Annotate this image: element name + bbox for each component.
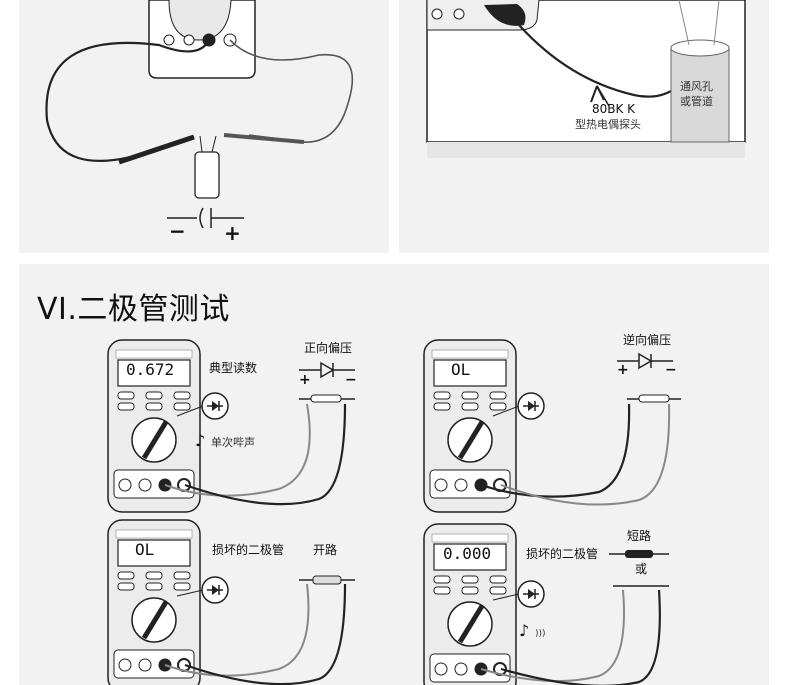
minus-sign: − — [169, 219, 186, 243]
damaged-diode-label-2: 损坏的二极管 — [526, 546, 598, 561]
lcd-display-4: 0.000 — [443, 544, 491, 563]
short-diode-body — [625, 550, 653, 558]
minus-sign-2: − — [665, 362, 677, 378]
red-lead-3 — [164, 583, 310, 677]
rotary-dial — [168, 0, 232, 41]
thermocouple-plug — [484, 4, 526, 26]
duct-line-1 — [678, 0, 690, 46]
black-probe — [118, 134, 195, 165]
forward-bias-label: 正向偏压 — [304, 340, 352, 355]
black-lead-3 — [184, 583, 347, 685]
capacitor-illustration: − + — [45, 0, 354, 245]
red-lead-1 — [164, 403, 311, 497]
callout-line-2 — [492, 405, 520, 417]
vent-duct — [670, 47, 730, 143]
jack-2 — [453, 8, 465, 20]
duct-line-2 — [713, 0, 720, 46]
thermocouple-illustration: 80BK K 型热电偶探头 通风孔 或管道 — [426, 0, 746, 158]
black-lead-1 — [184, 403, 347, 506]
probe-label-2: 型热电偶探头 — [575, 117, 641, 131]
sound-waves-icon: ))) — [535, 629, 546, 639]
diode-test-forward-bias: 0.672 典型读数 正向偏压 + − ♪ 单次哔声 — [108, 340, 357, 512]
plus-sign-1: + — [299, 372, 311, 388]
callout-line-4 — [492, 593, 520, 601]
capacitor-lead-right — [211, 135, 217, 153]
or-label: 或 — [635, 562, 647, 576]
capacitor-test-panel: − + — [19, 0, 389, 253]
open-diode-body — [312, 575, 342, 585]
diode-test-illustrations: 0.672 典型读数 正向偏压 + − ♪ 单次哔声 OL 逆向偏压 + − — [19, 332, 681, 685]
jack-a — [163, 34, 175, 46]
vent-opening — [670, 39, 730, 57]
section-title: VI.二极管测试 — [37, 292, 230, 327]
red-lead-2 — [500, 403, 671, 506]
diode-test-damaged-short: 0.000 损坏的二极管 短路 或 ♪ ))) — [424, 524, 669, 685]
vent-label-2: 或管道 — [680, 94, 713, 108]
diode-symbol-icon — [201, 392, 229, 420]
short-circuit-label: 短路 — [627, 528, 651, 543]
beep-icon: ♪ — [195, 431, 205, 450]
diode-symbol-icon-3 — [201, 576, 229, 604]
callout-line-3 — [176, 589, 204, 597]
damaged-diode-label-1: 损坏的二极管 — [212, 542, 284, 557]
cap-symbol-plate-curved — [199, 207, 204, 229]
frame-shadow — [427, 142, 745, 158]
diode-component-2 — [638, 394, 670, 403]
lcd-display-1: 0.672 — [126, 360, 174, 379]
single-beep-label: 单次哔声 — [211, 435, 255, 449]
callout-line-1 — [176, 405, 204, 417]
open-circuit-label: 开路 — [313, 542, 337, 557]
diode-test-reverse-bias: OL 逆向偏压 + − — [424, 332, 681, 512]
black-lead-2 — [480, 403, 631, 498]
red-test-lead — [229, 39, 354, 144]
capacitor-lead-left — [199, 135, 203, 153]
plus-sign-2: + — [617, 362, 629, 378]
red-probe — [223, 133, 305, 144]
red-lead-4 — [480, 589, 625, 683]
probe-label-1: 80BK K — [592, 102, 636, 116]
reverse-bias-label: 逆向偏压 — [623, 332, 671, 347]
jack-ma — [183, 34, 195, 46]
minus-sign-1: − — [345, 372, 357, 388]
continuous-beep-icon: ♪ — [519, 621, 529, 640]
jack-1 — [431, 8, 443, 20]
lcd-display-3: OL — [135, 540, 154, 559]
diode-symbol-icon-2 — [517, 392, 545, 420]
black-lead-4 — [500, 589, 661, 685]
typical-reading-label: 典型读数 — [209, 360, 257, 375]
black-test-lead — [45, 39, 210, 162]
vent-label-1: 通风孔 — [680, 80, 713, 93]
thermocouple-panel: 80BK K 型热电偶探头 通风孔 或管道 — [399, 0, 769, 253]
plus-sign: + — [224, 221, 241, 245]
capacitor-body — [194, 151, 220, 199]
diode-component-1 — [310, 394, 342, 403]
diode-test-section: VI.二极管测试 — [19, 264, 769, 685]
diode-test-damaged-open: OL 损坏的二极管 开路 — [108, 520, 355, 685]
arrow-shaft — [596, 85, 610, 107]
diode-symbol-icon-4 — [517, 580, 545, 608]
lcd-display-2: OL — [451, 360, 470, 379]
